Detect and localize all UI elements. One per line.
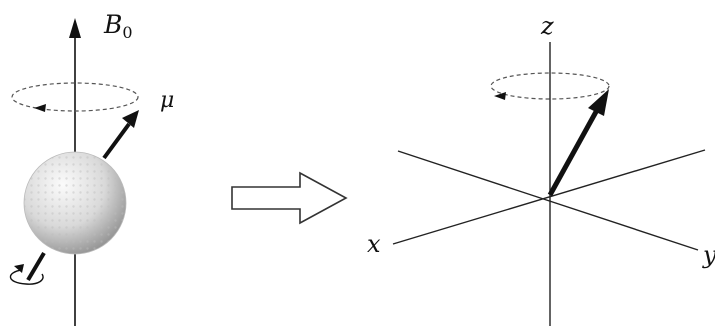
spin-rotation-arrow — [9, 269, 44, 285]
z-axis-label: z — [540, 12, 554, 40]
b0-label: B0 — [103, 10, 133, 42]
x-axis-line — [392, 149, 706, 245]
precession-path-ellipse — [11, 82, 139, 112]
sphere-outline — [23, 151, 127, 255]
b0-subscript: 0 — [122, 23, 132, 42]
b0-arrowhead — [69, 18, 81, 38]
hollow-right-arrow — [231, 171, 348, 225]
left-panel: B0 μ — [9, 10, 174, 326]
magnetic-moment-arrow-shaft — [102, 122, 131, 160]
y-axis-line — [397, 150, 699, 251]
net-moment-arrowhead — [588, 89, 609, 116]
right-panel: z x y — [367, 12, 715, 326]
y-axis-label: y — [702, 241, 715, 269]
spin-axis-arrow — [26, 251, 46, 282]
net-moment-arrow-shaft — [547, 108, 600, 197]
x-axis-label: x — [367, 230, 381, 258]
magnetic-moment-arrowhead — [122, 110, 139, 128]
net-precession-ellipse — [490, 72, 610, 100]
spin-rotation-arrowhead — [14, 264, 24, 273]
precession-direction-arrow — [34, 104, 46, 112]
net-precession-direction-arrow — [494, 92, 506, 100]
mu-label: μ — [160, 88, 174, 113]
sphere-texture — [24, 152, 126, 254]
transform-arrow — [231, 171, 348, 225]
